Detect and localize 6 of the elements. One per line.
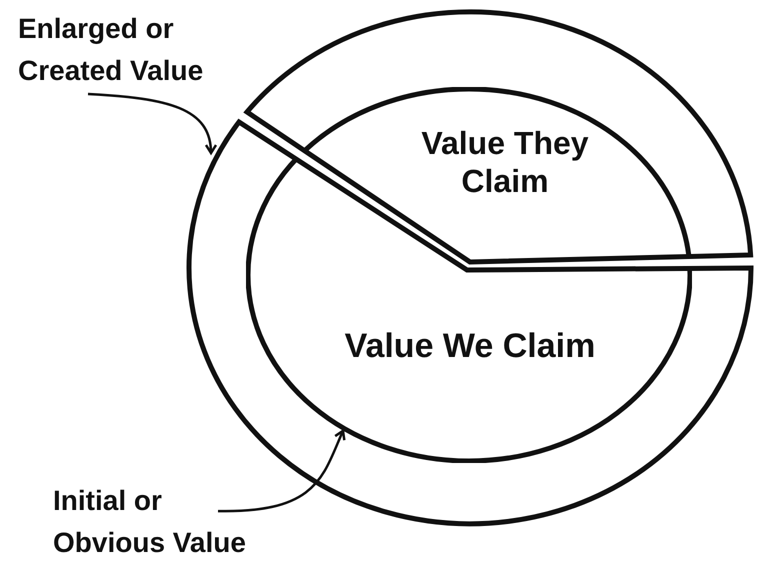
area-label: Value They Claim [410, 124, 600, 201]
callout-label: Enlarged or Created Value [18, 8, 248, 92]
leader-arrow [218, 430, 346, 512]
leader-arrow [88, 92, 217, 154]
callout-label: Initial or Obvious Value [53, 480, 258, 562]
area-label: Value We Claim [310, 326, 630, 367]
